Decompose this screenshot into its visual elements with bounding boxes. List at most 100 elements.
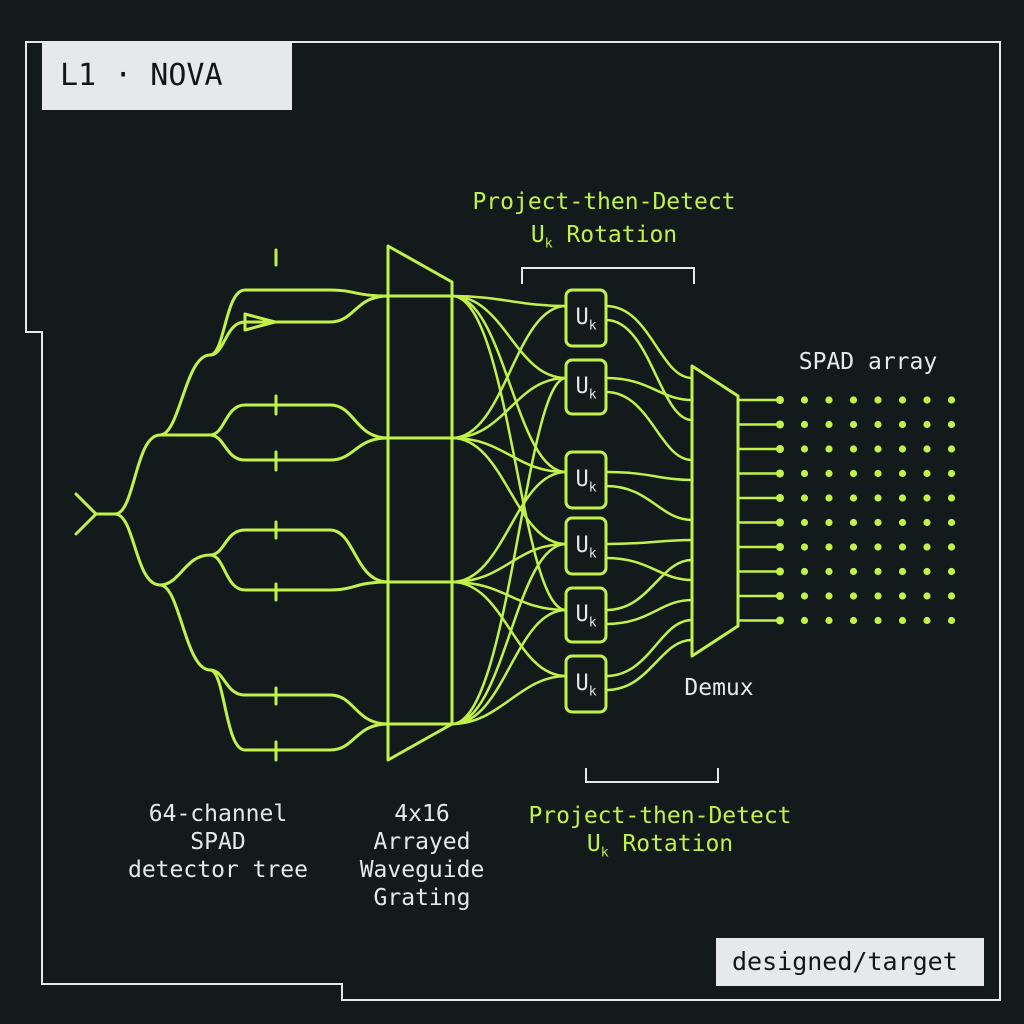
- spad-pixel: [947, 469, 956, 478]
- spad-pixel: [849, 616, 858, 625]
- spad-pixel: [825, 518, 833, 527]
- awg-block: [386, 244, 454, 762]
- spad-pixel: [800, 592, 809, 600]
- spad-pixel: [874, 469, 882, 478]
- spad-pixel: [776, 396, 784, 404]
- rotation-label-2: Uk: [575, 374, 597, 403]
- spad-pixel: [776, 592, 784, 600]
- spad-pixel: [947, 396, 956, 404]
- spad-pixel: [825, 396, 833, 404]
- spad-pixel: [825, 469, 833, 478]
- rotation-label-5: Uk: [575, 602, 597, 631]
- spad-pixel: [849, 592, 858, 600]
- spad-pixel: [849, 518, 858, 527]
- spad-pixel: [898, 543, 907, 551]
- rotation-label-6: Uk: [575, 671, 597, 700]
- spad-pixel: [898, 518, 907, 527]
- spad-pixel: [874, 592, 882, 600]
- demux-outputs: [738, 398, 780, 622]
- spad-pixel: [898, 396, 907, 404]
- spad-pixel: [947, 592, 956, 600]
- spad-pixel: [800, 567, 809, 576]
- spad-pixel: [825, 420, 833, 429]
- awg-label: 4x16 Arrayed Waveguide Grating: [359, 801, 485, 911]
- rotation-block-3: [564, 450, 608, 510]
- spad-pixel: [825, 445, 833, 453]
- spad-pixel: [947, 494, 956, 502]
- spad-pixel: [825, 592, 833, 600]
- spad-pixel: [849, 420, 858, 429]
- fanout-waveguides: [450, 294, 568, 726]
- spad-pixel: [849, 445, 858, 453]
- spad-pixel: [923, 445, 931, 453]
- spad-pixel: [776, 445, 784, 453]
- spad-pixel: [947, 567, 956, 576]
- spad-pixel: [898, 469, 907, 478]
- bottom-heading-line2: Uk Rotation: [586, 831, 734, 861]
- spad-pixel: [776, 518, 784, 527]
- spad-pixel: [825, 567, 833, 576]
- rotation-label-4: Uk: [575, 533, 597, 562]
- spad-pixel: [800, 445, 809, 453]
- spad-pixel: [800, 420, 809, 429]
- spad-pixel: [923, 543, 931, 551]
- spad-pixel: [800, 396, 809, 404]
- rotation-blocks: [564, 288, 608, 714]
- spad-pixel: [776, 543, 784, 551]
- spad-pixel: [898, 592, 907, 600]
- top-heading-line1: Project-then-Detect: [472, 189, 736, 215]
- rotation-label-3: Uk: [575, 467, 597, 496]
- spad-pixel: [923, 592, 931, 600]
- spad-pixel: [825, 616, 833, 625]
- bottom-bracket: [585, 768, 719, 783]
- spad-pixel: [776, 494, 784, 502]
- spad-pixel: [923, 567, 931, 576]
- spad-pixel: [825, 494, 833, 502]
- spad-pixel: [874, 396, 882, 404]
- rotation-block-6: [564, 654, 608, 714]
- spad-pixel: [874, 420, 882, 429]
- spad-pixel: [947, 518, 956, 527]
- spad-pixel: [923, 616, 931, 625]
- spad-pixel: [874, 445, 882, 453]
- spad-pixel: [874, 616, 882, 625]
- spad-pixel: [825, 543, 833, 551]
- bottom-heading-line1: Project-then-Detect: [528, 803, 792, 829]
- spad-pixel: [776, 420, 784, 429]
- demux-label: Demux: [684, 675, 754, 701]
- outer-frame: [25, 41, 1001, 1001]
- spad-pixel: [849, 469, 858, 478]
- spad-array: [776, 396, 956, 625]
- demux-inputs: [604, 304, 694, 692]
- rotation-label-1: Uk: [575, 305, 597, 334]
- spad-pixel: [923, 494, 931, 502]
- demux-block: [690, 364, 740, 658]
- spad-pixel: [849, 543, 858, 551]
- spad-array-label: SPAD array: [798, 349, 938, 375]
- spad-pixel: [776, 567, 784, 576]
- title-badge: L1 · NOVA: [42, 42, 292, 110]
- spad-pixel: [800, 543, 809, 551]
- spad-pixel: [776, 469, 784, 478]
- spad-pixel: [776, 616, 784, 625]
- detector-tree-label: 64-channel SPAD detector tree: [127, 801, 308, 883]
- spad-pixel: [800, 469, 809, 478]
- spad-pixel: [874, 567, 882, 576]
- spad-pixel: [800, 518, 809, 527]
- spad-pixel: [947, 420, 956, 429]
- bottom-heading: Project-then-Detect Uk Rotation: [488, 802, 832, 868]
- rotation-block-2: [564, 358, 608, 416]
- top-heading-line2: Uk Rotation: [530, 222, 678, 252]
- spad-pixel: [898, 494, 907, 502]
- rotation-block-5: [564, 586, 608, 644]
- top-bracket: [521, 267, 695, 284]
- spad-pixel: [800, 494, 809, 502]
- spad-pixel: [923, 396, 931, 404]
- status-badge: designed/target: [716, 938, 984, 986]
- spad-pixel: [849, 396, 858, 404]
- spad-pixel: [898, 445, 907, 453]
- top-heading: Project-then-Detect Uk Rotation: [432, 188, 776, 259]
- spad-pixel: [874, 518, 882, 527]
- spad-pixel: [849, 567, 858, 576]
